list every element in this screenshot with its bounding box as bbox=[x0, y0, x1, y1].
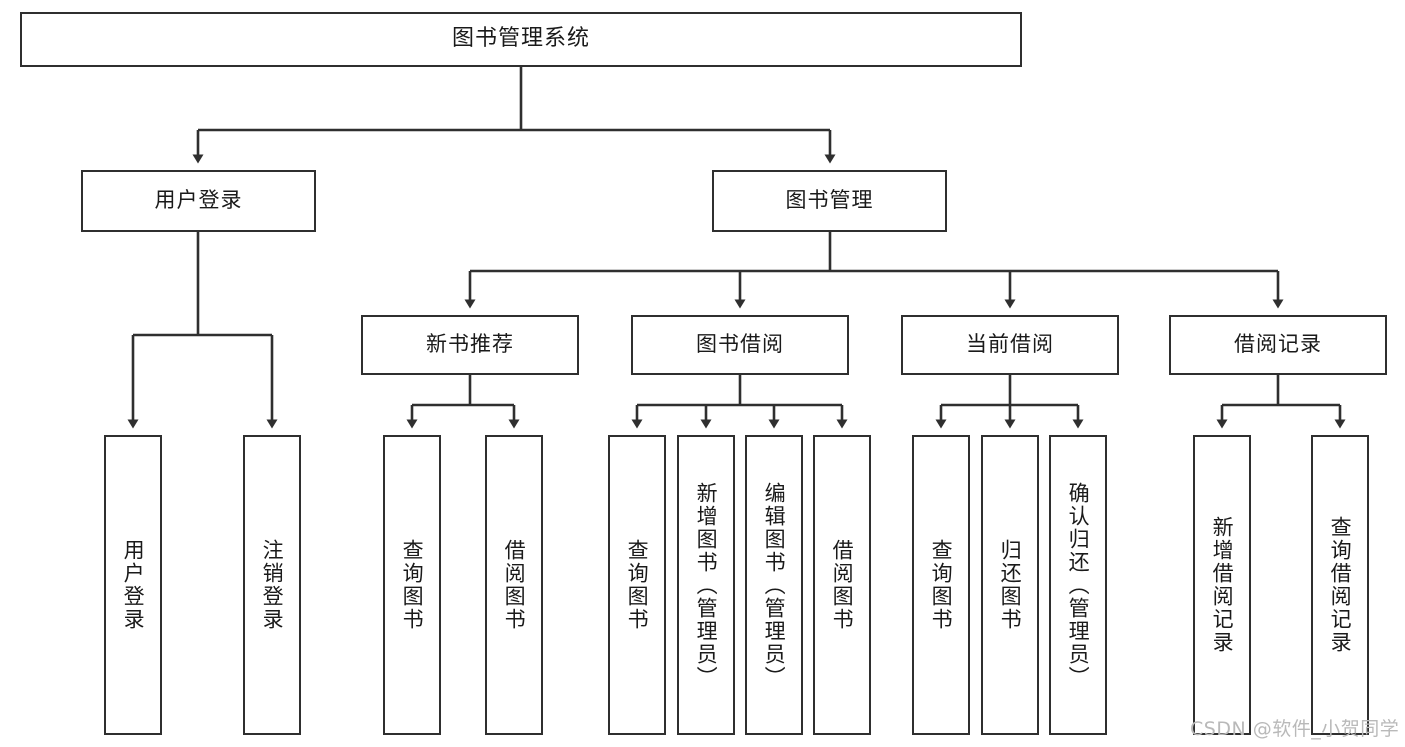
node-leaf-add-book[interactable]: 新增图书（管理员） bbox=[677, 435, 735, 735]
node-leaf-return-book-label: 归还图书 bbox=[998, 539, 1023, 631]
node-borrow-record[interactable]: 借阅记录 bbox=[1169, 315, 1387, 375]
node-new-book-recommend[interactable]: 新书推荐 bbox=[361, 315, 579, 375]
node-leaf-query-book-1-label: 查询图书 bbox=[400, 539, 425, 631]
node-leaf-query-book-2[interactable]: 查询图书 bbox=[608, 435, 666, 735]
node-book-borrow-label: 图书借阅 bbox=[696, 332, 784, 357]
node-leaf-user-login[interactable]: 用户登录 bbox=[104, 435, 162, 735]
node-leaf-query-book-3-label: 查询图书 bbox=[929, 539, 954, 631]
node-user-login-label: 用户登录 bbox=[154, 188, 243, 213]
node-leaf-logout[interactable]: 注销登录 bbox=[243, 435, 301, 735]
node-leaf-confirm-return[interactable]: 确认归还（管理员） bbox=[1049, 435, 1107, 735]
node-current-borrow-label: 当前借阅 bbox=[966, 332, 1054, 357]
node-leaf-query-record-label: 查询借阅记录 bbox=[1328, 516, 1353, 654]
node-leaf-query-record[interactable]: 查询借阅记录 bbox=[1311, 435, 1369, 735]
node-user-login[interactable]: 用户登录 bbox=[81, 170, 316, 232]
node-leaf-add-record-label: 新增借阅记录 bbox=[1210, 516, 1235, 654]
node-leaf-edit-book-label: 编辑图书（管理员） bbox=[762, 481, 787, 689]
node-new-book-recommend-label: 新书推荐 bbox=[426, 332, 514, 357]
node-current-borrow[interactable]: 当前借阅 bbox=[901, 315, 1119, 375]
node-book-borrow[interactable]: 图书借阅 bbox=[631, 315, 849, 375]
node-borrow-record-label: 借阅记录 bbox=[1234, 332, 1322, 357]
node-leaf-edit-book[interactable]: 编辑图书（管理员） bbox=[745, 435, 803, 735]
node-leaf-borrow-book-1-label: 借阅图书 bbox=[502, 539, 527, 631]
watermark: CSDN @软件_小贺同学 bbox=[1190, 714, 1399, 741]
node-leaf-query-book-3[interactable]: 查询图书 bbox=[912, 435, 970, 735]
node-leaf-confirm-return-label: 确认归还（管理员） bbox=[1066, 481, 1091, 689]
node-leaf-query-book-2-label: 查询图书 bbox=[625, 539, 650, 631]
node-leaf-user-login-label: 用户登录 bbox=[121, 539, 146, 631]
node-leaf-borrow-book-2-label: 借阅图书 bbox=[830, 539, 855, 631]
node-leaf-return-book[interactable]: 归还图书 bbox=[981, 435, 1039, 735]
watermark-text: CSDN @软件_小贺同学 bbox=[1190, 718, 1400, 740]
node-book-manage[interactable]: 图书管理 bbox=[712, 170, 947, 232]
node-leaf-logout-label: 注销登录 bbox=[260, 539, 285, 631]
node-leaf-add-record[interactable]: 新增借阅记录 bbox=[1193, 435, 1251, 735]
node-leaf-borrow-book-1[interactable]: 借阅图书 bbox=[485, 435, 543, 735]
node-root-label: 图书管理系统 bbox=[451, 26, 590, 52]
node-leaf-borrow-book-2[interactable]: 借阅图书 bbox=[813, 435, 871, 735]
node-book-manage-label: 图书管理 bbox=[785, 188, 874, 213]
node-leaf-query-book-1[interactable]: 查询图书 bbox=[383, 435, 441, 735]
node-root[interactable]: 图书管理系统 bbox=[20, 12, 1022, 67]
node-leaf-add-book-label: 新增图书（管理员） bbox=[694, 481, 719, 689]
